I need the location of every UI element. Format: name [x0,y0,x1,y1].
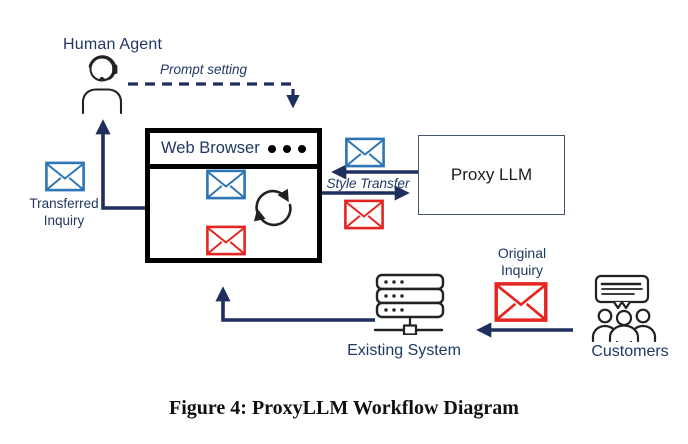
proxy-llm-box: Proxy LLM [418,135,565,215]
style-transfer-label: Style Transfer [326,176,410,191]
person-headset-icon [81,55,123,114]
transferred-inquiry-line2: Inquiry [43,213,85,228]
transferred-inquiry-blue-envelope-icon [45,161,85,192]
prompt-setting-label: Prompt setting [160,62,248,77]
prompt-setting-dashed-arrow [128,82,300,109]
customers-label: Customers [591,343,669,360]
people-speech-bubble-icon [591,274,657,342]
web-browser-title: Web Browser [161,139,260,157]
server-stack-icon [373,273,445,335]
original-inquiry-line2: Inquiry [500,262,544,278]
original-inquiry-line1: Original [497,245,547,261]
three-dots-icon [268,144,306,153]
figure-caption: Figure 4: ProxyLLM Workflow Diagram [169,397,519,419]
style-transfer-blue-envelope-icon [345,137,385,168]
style-transfer-red-envelope-icon [344,199,384,230]
browser-blue-envelope-icon [206,169,246,200]
system-to-browser-arrow [215,286,375,322]
browser-to-agent-arrow [95,119,145,210]
transferred-inquiry-label: Transferred Inquiry [9,195,119,229]
original-inquiry-red-envelope-icon [494,282,548,322]
cycle-refresh-icon [253,188,292,227]
web-browser-titlebar: Web Browser [150,133,317,169]
original-inquiry-label: Original Inquiry [470,245,574,279]
browser-red-envelope-icon [206,225,246,256]
existing-system-label: Existing System [347,342,461,359]
human-agent-label: Human Agent [63,36,163,53]
proxy-llm-label: Proxy LLM [450,165,533,184]
transferred-inquiry-line1: Transferred [29,196,99,211]
